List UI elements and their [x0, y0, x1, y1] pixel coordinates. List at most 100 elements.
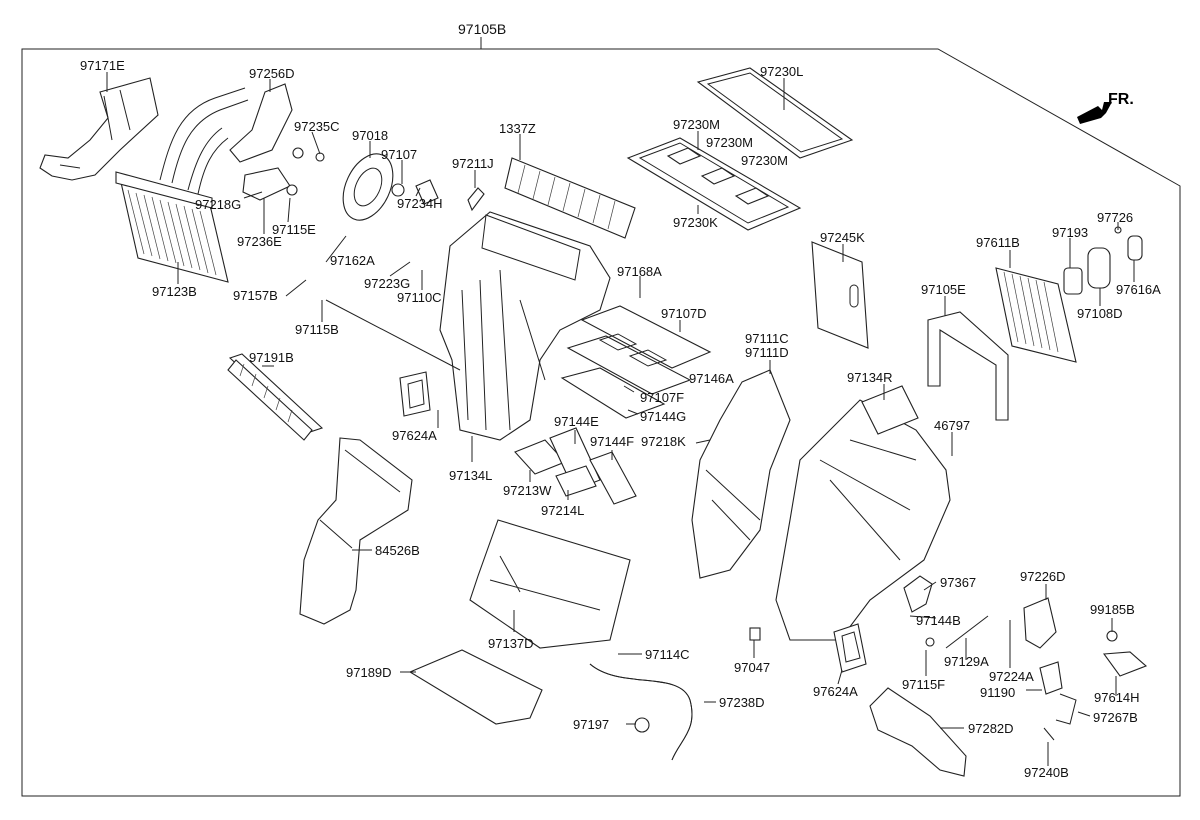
boot-left-drawing [399, 371, 431, 417]
seal-sheet-drawing [811, 241, 869, 349]
drain-hose-drawing [589, 663, 693, 761]
label-46797: 46797 [934, 418, 970, 433]
label-97144E: 97144E [554, 414, 599, 429]
rod-linkage-drawing [749, 615, 989, 649]
label-97235C: 97235C [294, 119, 340, 134]
label-97107F: 97107F [640, 390, 684, 405]
label-97611B: 97611B [976, 235, 1020, 250]
label-97107D: 97107D [661, 306, 707, 321]
label-97137D: 97137D [488, 636, 534, 651]
seal-strip-drawing [504, 157, 636, 239]
label-97115B: 97115B [295, 322, 339, 337]
duct-bracket-drawing [39, 77, 159, 181]
label-97234H: 97234H [397, 196, 443, 211]
left-case-drawing [439, 211, 611, 441]
label-97726: 97726 [1097, 210, 1133, 225]
assembly-outline [21, 48, 1181, 797]
boot-right-drawing [833, 623, 867, 673]
filter-frame-drawing [626, 137, 802, 231]
label-97123B: 97123B [152, 284, 197, 299]
label-97230M-3: 97230M [741, 153, 788, 168]
label-97624A-left: 97624A [392, 428, 437, 443]
label-97256D: 97256D [249, 66, 295, 81]
right-actuators-drawing [1023, 597, 1148, 741]
label-97171E: 97171E [80, 58, 125, 73]
label-97018: 97018 [352, 128, 388, 143]
label-97144G: 97144G [640, 409, 686, 424]
label-97245K: 97245K [820, 230, 865, 245]
label-97214L: 97214L [541, 503, 584, 518]
label-97191B: 97191B [249, 350, 294, 365]
label-97115E: 97115E [272, 222, 316, 237]
label-97114C: 97114C [645, 647, 690, 662]
small-doors-drawing [514, 427, 637, 505]
label-1337Z: 1337Z [499, 121, 536, 136]
mode-doors-drawing [560, 305, 712, 419]
grommet-drawing [634, 717, 650, 733]
leader-lines [106, 72, 1135, 766]
label-97146A: 97146A [689, 371, 734, 386]
label-97168A: 97168A [617, 264, 662, 279]
label-97238D: 97238D [719, 695, 765, 710]
actuator-bracket-drawing [229, 83, 304, 201]
label-97230M-1: 97230M [673, 117, 720, 132]
label-97240B: 97240B [1024, 765, 1069, 780]
drain-tray-drawing [469, 519, 631, 649]
filter-cover-drawing [696, 67, 854, 159]
label-97144B: 97144B [916, 613, 961, 628]
assembly-label: 97105B [458, 21, 506, 37]
label-97107: 97107 [381, 147, 417, 162]
label-97193: 97193 [1052, 225, 1088, 240]
label-97230L: 97230L [760, 64, 803, 79]
label-97367: 97367 [940, 575, 976, 590]
label-97230K: 97230K [673, 215, 718, 230]
rear-duct-drawing [869, 687, 967, 777]
label-97157B: 97157B [233, 288, 278, 303]
lower-cover-drawing [408, 649, 543, 725]
label-99185B: 99185B [1090, 602, 1135, 617]
label-84526B: 84526B [375, 543, 420, 558]
front-direction-arrow: FR. [1077, 91, 1134, 124]
label-97162A: 97162A [330, 253, 375, 268]
label-97224A: 97224A [989, 669, 1034, 684]
pcb-heater-drawing [227, 353, 324, 441]
label-97614H: 97614H [1094, 690, 1140, 705]
label-97213W: 97213W [503, 483, 552, 498]
label-97218K: 97218K [641, 434, 686, 449]
label-97047: 97047 [734, 660, 770, 675]
label-97134L: 97134L [449, 468, 492, 483]
label-97223G: 97223G [364, 276, 410, 291]
label-97108D: 97108D [1077, 306, 1123, 321]
evaporator-drawing [995, 226, 1143, 363]
heater-core-drawing [115, 87, 249, 283]
label-97226D: 97226D [1020, 569, 1066, 584]
right-case-drawing [691, 369, 951, 641]
label-97197: 97197 [573, 717, 609, 732]
blower-drawing [315, 152, 405, 221]
front-direction-label: FR. [1108, 91, 1134, 108]
label-97134R: 97134R [847, 370, 893, 385]
label-97616A: 97616A [1116, 282, 1161, 297]
label-97267B: 97267B [1093, 710, 1138, 725]
label-97105E: 97105E [921, 282, 966, 297]
floor-duct-drawing [299, 437, 413, 625]
label-97111C: 97111C [745, 331, 789, 346]
label-97218G: 97218G [195, 197, 241, 212]
label-97230M-2: 97230M [706, 135, 753, 150]
case-cover-drawing [927, 311, 1009, 421]
label-97111D: 97111D [745, 345, 789, 360]
label-97236E: 97236E [237, 234, 282, 249]
label-97115F: 97115F [902, 677, 945, 692]
label-91190: 91190 [980, 685, 1015, 700]
label-97211J: 97211J [452, 156, 494, 171]
label-97129A: 97129A [944, 654, 989, 669]
label-97189D: 97189D [346, 665, 392, 680]
label-97282D: 97282D [968, 721, 1014, 736]
part-labels: 97171E 97256D 97235C 97018 97107 97211J … [80, 58, 1161, 780]
duct-seal-drawing [903, 575, 933, 613]
label-97144F: 97144F [590, 434, 634, 449]
label-97110C: 97110C [397, 290, 442, 305]
lever-drawing [415, 179, 485, 212]
label-97624A-right: 97624A [813, 684, 858, 699]
